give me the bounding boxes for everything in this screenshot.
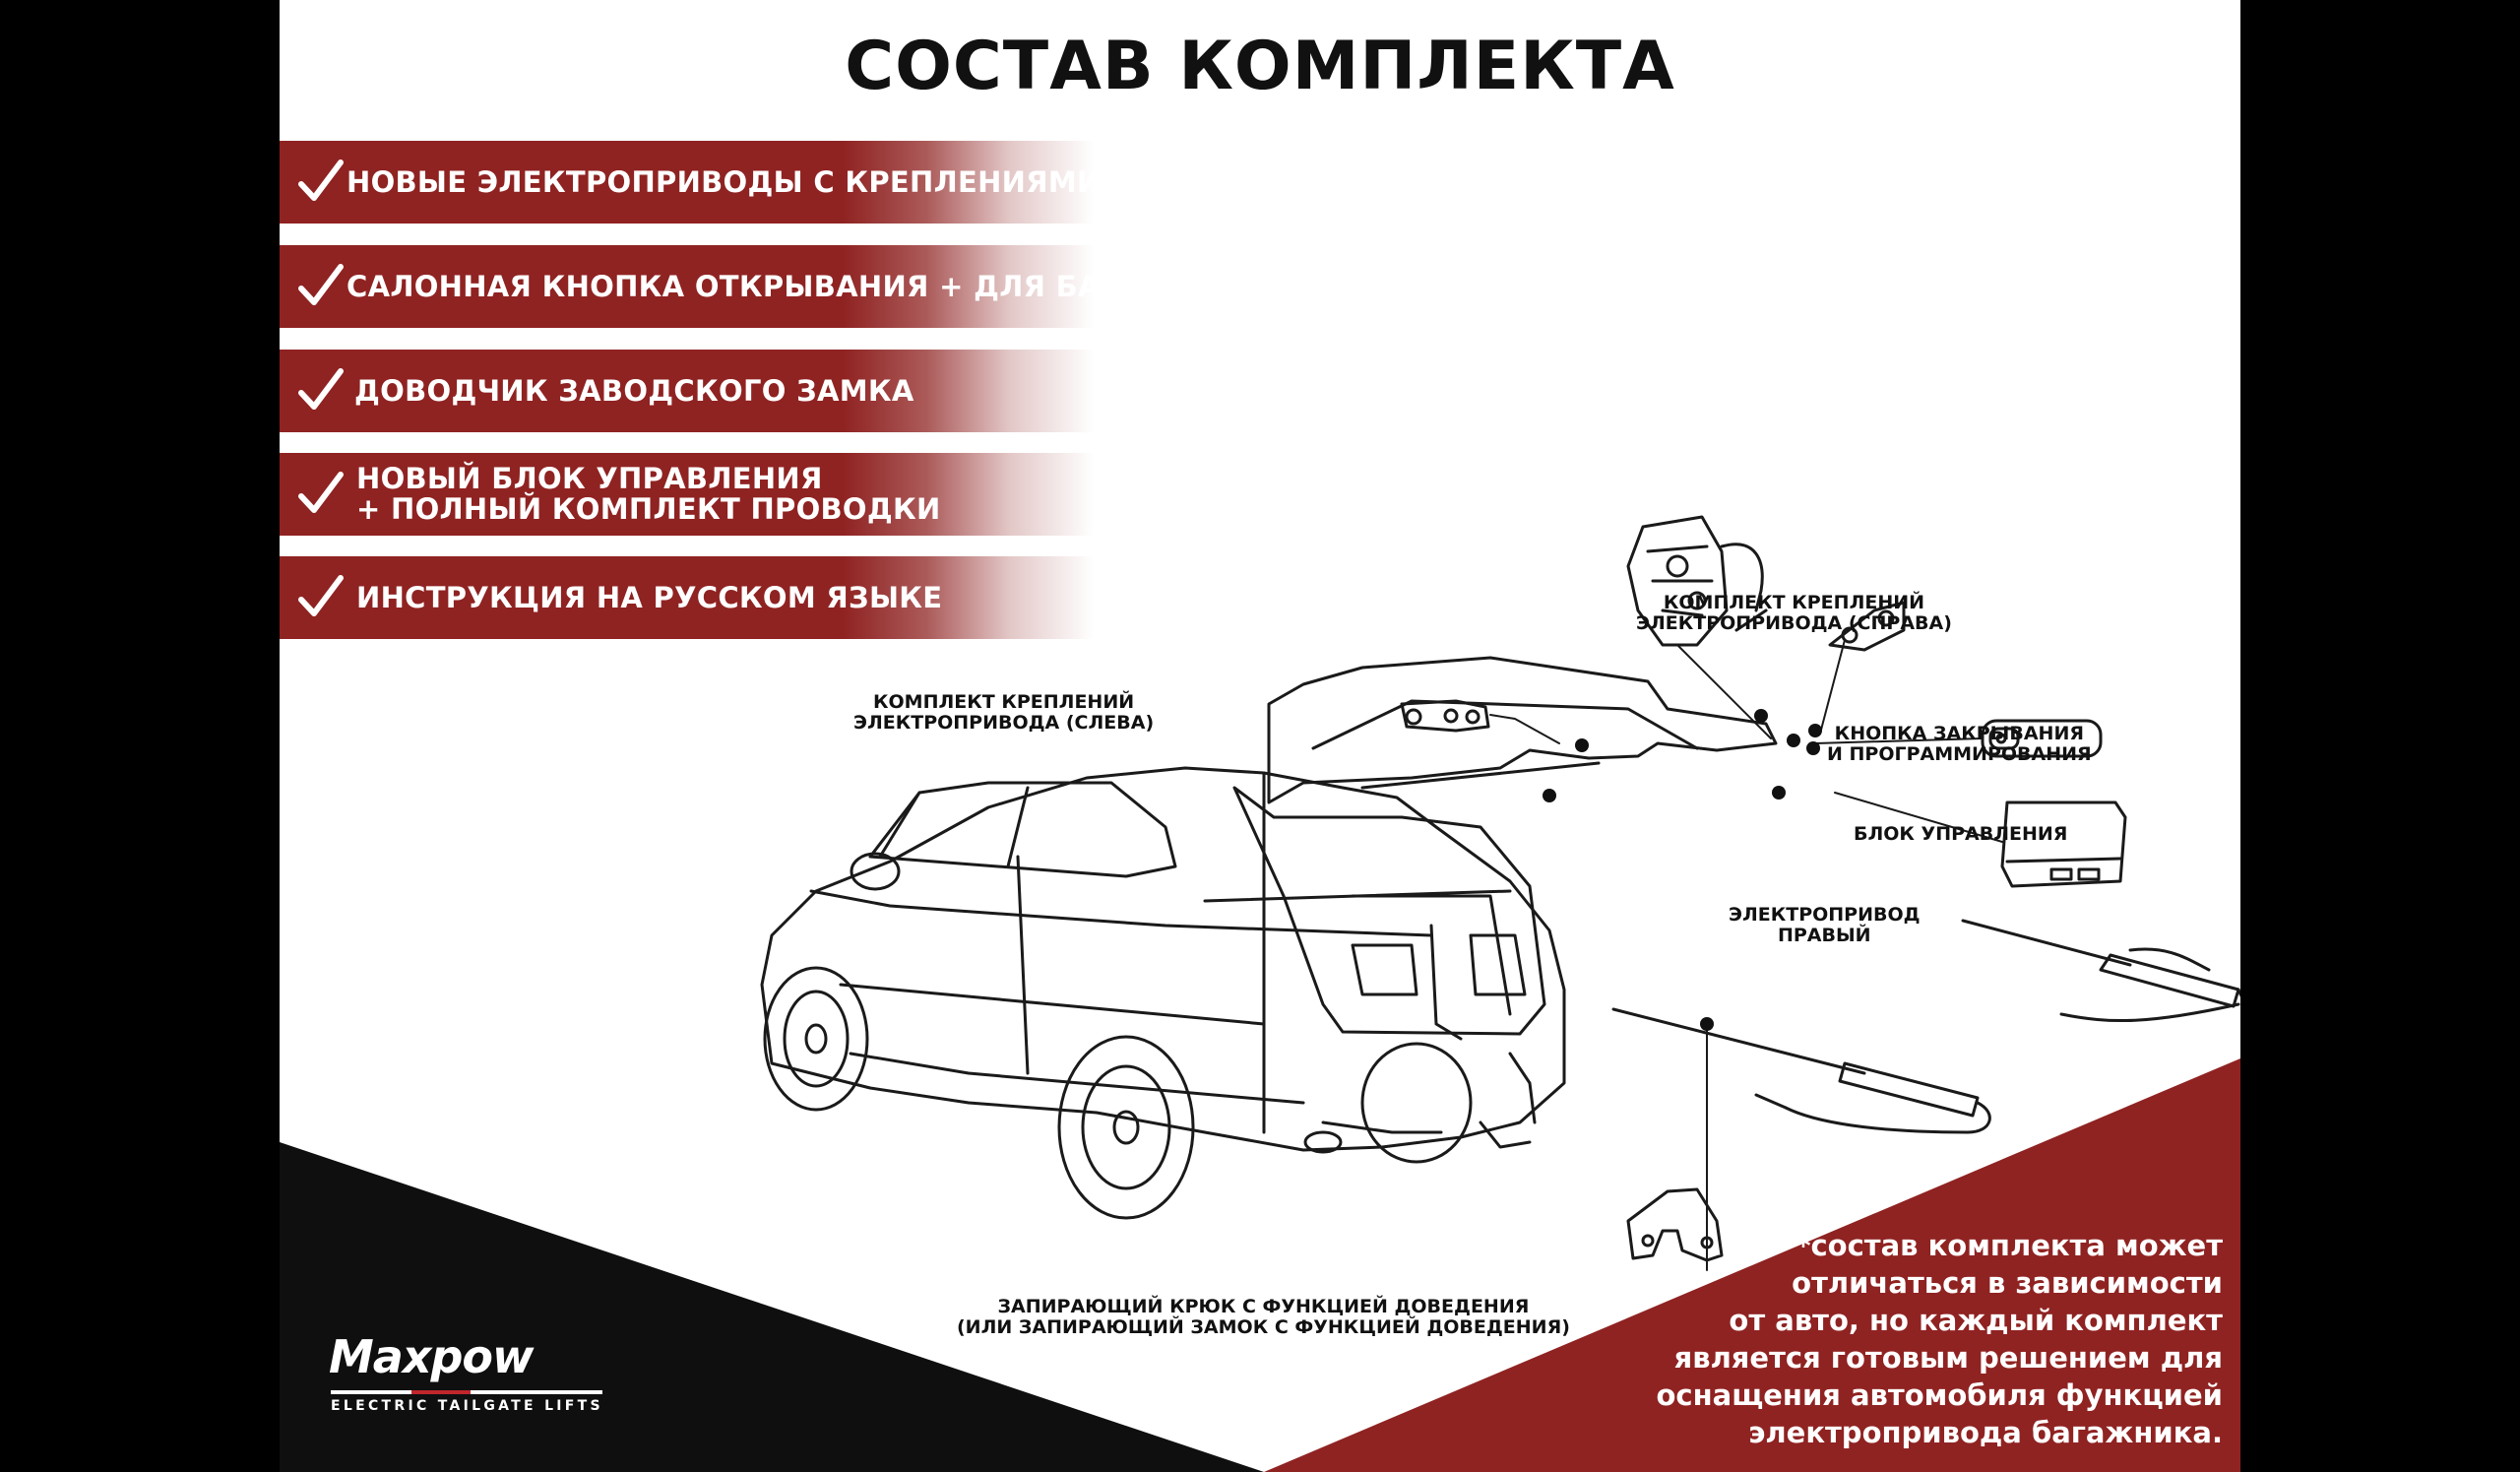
label-actuator-right: ЭЛЕКТРОПРИВОД ПРАВЫЙ (1729, 904, 1921, 946)
feature-band-actuators: НОВЫЕ ЭЛЕКТРОПРИВОДЫ С КРЕПЛЕНИЯМИ (280, 141, 1323, 224)
background-shapes (280, 1058, 2240, 1472)
label-latch: ЗАПИРАЮЩИЙ КРЮК С ФУНКЦИЕЙ ДОВЕДЕНИЯ (ИЛ… (957, 1296, 1570, 1338)
kit-disclaimer-note: *состав комплекта может отличаться в зав… (1656, 1229, 2223, 1449)
label-mount-left: КОМПЛЕКТ КРЕПЛЕНИЙ ЭЛЕКТРОПРИВОДА (СЛЕВА… (853, 691, 1155, 734)
feature-line: ИНСТРУКЦИЯ НА РУССКОМ ЯЗЫКЕ (356, 580, 943, 614)
feature-band-closer: ДОВОДЧИК ЗАВОДСКОГО ЗАМКА (280, 350, 1323, 432)
checkmark-icon (298, 575, 344, 616)
feature-label: ИНСТРУКЦИЯ НА РУССКОМ ЯЗЫКЕ (356, 556, 942, 639)
kit-diagram (760, 515, 2240, 1271)
page-title: СОСТАВ КОМПЛЕКТА (845, 28, 1675, 105)
mount-left-illustration (1400, 699, 1490, 733)
feature-band-instructions: ИНСТРУКЦИЯ НА РУССКОМ ЯЗЫКЕ (280, 556, 1323, 639)
feature-band-control-unit: НОВЫЙ БЛОК УПРАВЛЕНИЯ + ПОЛНЫЙ КОМПЛЕКТ … (280, 453, 1323, 536)
latch-illustration (1626, 1187, 1724, 1262)
actuator-left-illustration (1611, 1007, 1991, 1134)
car-illustration (760, 656, 1778, 1220)
feature-line: НОВЫЙ БЛОК УПРАВЛЕНИЯ (356, 462, 823, 495)
footer-red-triangle (1264, 1058, 2240, 1472)
callout-dots (1543, 709, 1822, 1031)
feature-line: + ПОЛНЫЙ КОМПЛЕКТ ПРОВОДКИ (356, 492, 941, 526)
feature-label: ДОВОДЧИК ЗАВОДСКОГО ЗАМКА (354, 350, 914, 432)
logo-accent (411, 1390, 471, 1394)
checkmark-icon (298, 160, 344, 201)
label-button: КНОПКА ЗАКРЫВАНИЯ И ПРОГРАММИРОВАНИЯ (1827, 723, 2092, 765)
feature-line: ДОВОДЧИК ЗАВОДСКОГО ЗАМКА (354, 373, 914, 408)
brand-logo: Maxpow ELECTRIC TAILGATE LIFTS (329, 1330, 614, 1414)
checkmark-icon (298, 264, 344, 305)
feature-line: НОВЫЕ ЭЛЕКТРОПРИВОДЫ С КРЕПЛЕНИЯМИ (346, 164, 1102, 199)
feature-line: САЛОННАЯ КНОПКА ОТКРЫВАНИЯ + ДЛЯ БАГАЖНИ… (346, 269, 1271, 303)
checkmark-icon (298, 472, 344, 513)
control-unit-illustration (2000, 800, 2127, 888)
checkmark-icon (298, 368, 344, 410)
feature-label: НОВЫЕ ЭЛЕКТРОПРИВОДЫ С КРЕПЛЕНИЯМИ (346, 141, 1102, 224)
leader-lines (1489, 639, 2003, 1271)
closer-lock-illustration (1626, 515, 1768, 647)
logo-tagline: ELECTRIC TAILGATE LIFTS (331, 1398, 603, 1414)
infographic-page: СОСТАВ КОМПЛЕКТА НОВЫЕ ЭЛЕКТРОПРИВОДЫ С … (280, 0, 2240, 1472)
label-mount-right: КОМПЛЕКТ КРЕПЛЕНИЙ ЭЛЕКТРОПРИВОДА (СПРАВ… (1636, 592, 1952, 634)
actuator-right-illustration (1961, 919, 2240, 1023)
label-control-unit: БЛОК УПРАВЛЕНИЯ (1854, 823, 2068, 845)
footer-dark-triangle (280, 1142, 1264, 1472)
feature-band-button: САЛОННАЯ КНОПКА ОТКРЫВАНИЯ + ДЛЯ БАГАЖНИ… (280, 245, 1323, 328)
feature-label: САЛОННАЯ КНОПКА ОТКРЫВАНИЯ + ДЛЯ БАГАЖНИ… (346, 245, 1271, 328)
feature-label: НОВЫЙ БЛОК УПРАВЛЕНИЯ + ПОЛНЫЙ КОМПЛЕКТ … (356, 453, 941, 536)
logo-wordmark: Maxpow (329, 1330, 535, 1383)
mount-right-illustration (1828, 601, 1906, 652)
